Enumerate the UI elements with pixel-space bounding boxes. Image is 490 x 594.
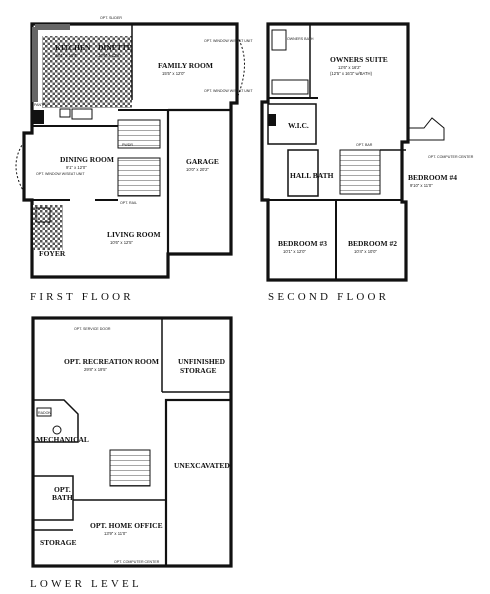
opt-window-note-2: OPT. WINDOW W/SEAT UNIT (204, 89, 253, 93)
lower-level-title: LOWER LEVEL (30, 578, 142, 590)
room-hall-bath: HALL BATH (290, 171, 334, 180)
room-owners-bath: OWNERS BATH (287, 37, 314, 41)
lower-level-labels: OPT. SERVICE DOOR OPT. RECREATION ROOM 2… (30, 327, 230, 590)
room-owners-suite-dim: 12'6" x 16'2" (338, 65, 361, 70)
opt-window-note-1: OPT. WINDOW W/SEAT UNIT (204, 39, 253, 43)
second-floor (260, 22, 445, 282)
room-dining-dim: 9'1" x 12'0" (66, 165, 87, 170)
room-opt-bath-2: BATH (52, 493, 73, 502)
room-home-office: OPT. HOME OFFICE (90, 521, 163, 530)
lower-level (31, 316, 233, 568)
room-kitchen-dim: 18'1" x 10'4" (55, 53, 78, 58)
opt-computer-second-note: OPT. COMPUTER CENTER (428, 155, 474, 159)
room-unfinished-storage: STORAGE (180, 366, 217, 375)
radon-note: RADON (38, 411, 51, 415)
first-floor (15, 22, 245, 279)
opt-rail-note: OPT. RAIL (120, 201, 137, 205)
room-owners-suite: OWNERS SUITE (330, 55, 388, 64)
opt-computer-lower-note: OPT. COMPUTER CENTER (114, 560, 160, 564)
room-family-dim: 15'5" x 12'0" (162, 71, 185, 76)
room-storage-lower: STORAGE (40, 538, 77, 547)
room-unexcavated: UNEXCAVATED (174, 461, 230, 470)
room-bedroom-4: BEDROOM #4 (408, 173, 457, 182)
opt-bar-note: OPT. BAR (356, 143, 373, 147)
second-floor-title: SECOND FLOOR (268, 291, 389, 303)
room-bedroom-2: BEDROOM #2 (348, 239, 397, 248)
opt-slider-note: OPT. SLIDER (100, 16, 122, 20)
room-pwdr: PWDR (122, 143, 133, 147)
room-family: FAMILY ROOM (158, 61, 213, 70)
room-kitchen: KITCHEN (55, 43, 91, 52)
room-home-office-dim: 13'9" x 11'0" (104, 531, 127, 536)
room-garage: GARAGE (186, 157, 219, 166)
room-pantry: PANTRY (34, 103, 49, 107)
room-bedroom-3: BEDROOM #3 (278, 239, 327, 248)
opt-window-dining-note: OPT. WINDOW W/SEAT UNIT (36, 172, 85, 176)
room-wic: W.I.C. (288, 121, 309, 130)
room-dining: DINING ROOM (60, 155, 114, 164)
room-living-dim: 10'6" x 12'5" (110, 240, 133, 245)
room-bedroom-4-dim: 9'10" x 11'0" (410, 183, 433, 188)
room-dinette: DINETTE (98, 43, 132, 52)
room-foyer: FOYER (39, 249, 66, 258)
first-floor-labels: OPT. SLIDER KITCHEN 18'1" x 10'4" DINETT… (30, 16, 253, 303)
room-living: LIVING ROOM (107, 230, 161, 239)
room-bedroom-3-dim: 10'1" x 12'0" (283, 249, 306, 254)
room-mechanical: MECHANICAL (36, 435, 89, 444)
room-rec-room: OPT. RECREATION ROOM (64, 357, 159, 366)
room-opt-bath: OPT. (54, 485, 71, 494)
room-rec-room-dim: 29'8" x 19'5" (84, 367, 107, 372)
room-dinette-dim: 10'6" x 12'6" (98, 53, 121, 58)
room-owners-suite-dim2: (12'5" x 16'3" w/BATH) (330, 71, 373, 76)
room-unfinished: UNFINISHED (178, 357, 226, 366)
second-floor-labels: OWNERS BATH OWNERS SUITE 12'6" x 16'2" (… (268, 37, 474, 303)
room-bedroom-2-dim: 10'4" x 10'0" (354, 249, 377, 254)
room-garage-dim: 10'0" x 20'2" (186, 167, 209, 172)
first-floor-title: FIRST FLOOR (30, 291, 134, 303)
opt-service-door-note: OPT. SERVICE DOOR (74, 327, 111, 331)
